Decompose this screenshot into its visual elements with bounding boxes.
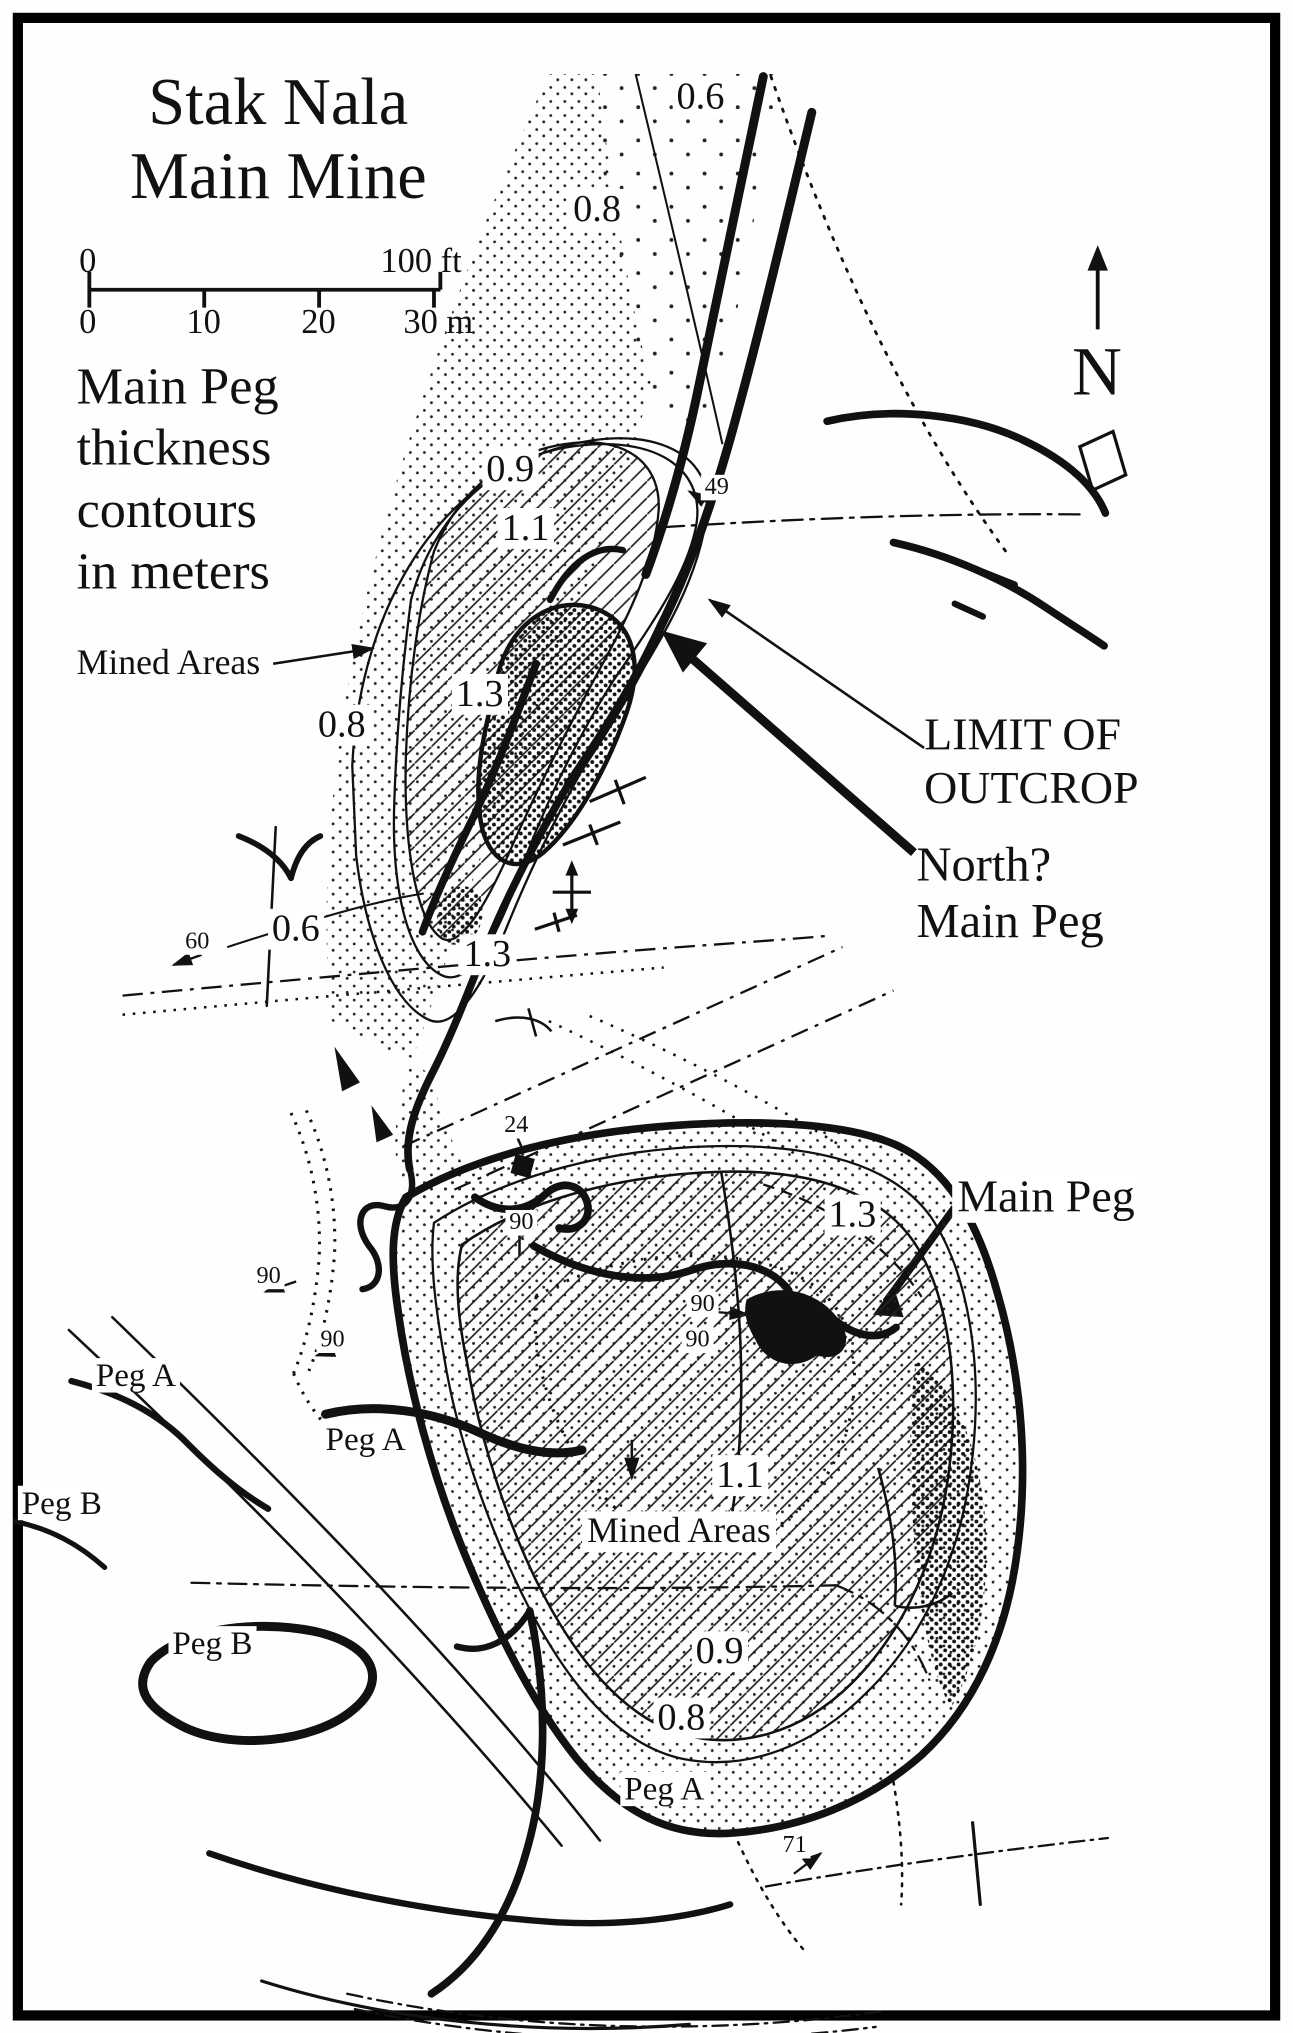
map-title: Stak Nala Main Mine xyxy=(84,66,472,215)
dip-value-label: 90 xyxy=(252,1263,285,1290)
dip-value-label: 90 xyxy=(316,1327,349,1353)
right-squiggles xyxy=(662,75,1110,650)
peg-name-label: Peg A xyxy=(321,1422,410,1457)
contour-value-label: 0.9 xyxy=(482,449,539,490)
scale-tick-label: 10 xyxy=(186,302,221,341)
contour-value-label: 0.8 xyxy=(313,705,370,745)
thickness-note-line2: thickness xyxy=(76,417,272,477)
contour-value-label: 1.1 xyxy=(497,508,554,549)
dip-value-label: 90 xyxy=(686,1291,719,1318)
dip-value-label: 90 xyxy=(505,1209,538,1236)
contour-value-label: 1.3 xyxy=(451,674,508,715)
upper-zone-fills xyxy=(326,74,782,1228)
scale-tick-label: 0 xyxy=(79,241,97,280)
main-peg-label: Main Peg xyxy=(952,1169,1140,1223)
scale-tick-label: 100 ft xyxy=(380,241,462,280)
contour-value-label: 0.6 xyxy=(268,909,324,950)
peg-name-label: Peg B xyxy=(168,1626,257,1661)
dip-value-label: 60 xyxy=(181,929,214,955)
peg-name-label: Peg B xyxy=(17,1485,106,1521)
north-q-line1: North? xyxy=(916,838,1052,893)
map-title-line2: Main Mine xyxy=(129,140,427,214)
contour-value-label: 1.3 xyxy=(459,934,516,975)
contour-value-label: 1.1 xyxy=(712,1455,768,1496)
north-arrow-icon xyxy=(1077,245,1128,493)
limit-line2: OUTCROP xyxy=(924,762,1139,814)
map-title-line1: Stak Nala xyxy=(148,66,409,140)
peg-name-label: Peg A xyxy=(91,1358,180,1393)
dip-value-label: 90 xyxy=(681,1327,714,1353)
dip-value-label: 71 xyxy=(778,1832,811,1859)
scale-bar xyxy=(87,271,443,308)
thickness-note-line3: contours xyxy=(76,479,257,539)
north-q-line2: Main Peg xyxy=(916,894,1104,949)
contour-value-label: 0.8 xyxy=(569,189,625,230)
scale-tick-label: 30 m xyxy=(403,302,474,341)
contour-value-label: 0.6 xyxy=(672,77,729,117)
mined-areas-upper-label: Mined Areas xyxy=(76,643,261,683)
contour-value-label: 0.8 xyxy=(653,1698,710,1738)
limit-line1: LIMIT OF xyxy=(924,708,1122,760)
scale-tick-label: 20 xyxy=(301,302,336,341)
thickness-note-line4: in meters xyxy=(76,541,270,601)
thickness-note: Main Peg thickness contours in meters xyxy=(77,355,279,602)
strike-dip-symbols xyxy=(534,775,647,933)
thickness-note-line1: Main Peg xyxy=(76,356,279,415)
limit-of-outcrop-label: LIMIT OF OUTCROP xyxy=(924,707,1138,815)
lower-mined-lines xyxy=(321,1153,900,1458)
contour-value-label: 1.3 xyxy=(824,1195,881,1235)
north-label: N xyxy=(1072,333,1122,410)
dip-value-label: 24 xyxy=(500,1112,533,1139)
contour-value-label: 0.9 xyxy=(691,1631,748,1672)
peg-name-label: Peg A xyxy=(620,1771,709,1807)
scale-tick-label: 0 xyxy=(79,302,97,341)
map-frame xyxy=(12,12,1281,2021)
mined-areas-lower-label: Mined Areas xyxy=(582,1511,776,1553)
north-main-peg-label: North? Main Peg xyxy=(916,837,1103,950)
dip-value-label: 49 xyxy=(700,474,733,501)
